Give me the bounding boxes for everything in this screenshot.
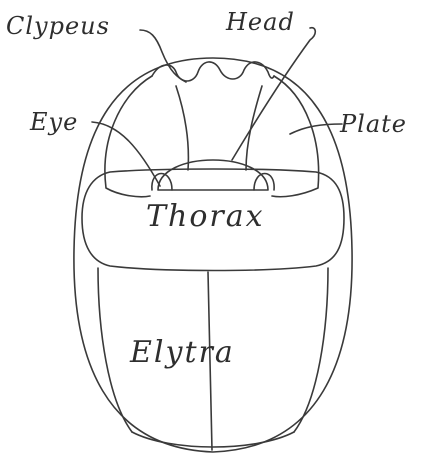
leader-clypeus xyxy=(140,30,186,82)
label-head: Head xyxy=(225,8,295,36)
head-dome xyxy=(158,160,268,190)
clypeus-inner-right xyxy=(246,86,262,170)
head-shield-outline xyxy=(105,76,319,197)
clypeus-inner-left xyxy=(176,86,188,170)
label-eye: Eye xyxy=(29,108,78,136)
eye-right xyxy=(254,174,274,191)
label-elytra: Elytra xyxy=(129,335,235,370)
label-plate: Plate xyxy=(339,110,407,138)
label-thorax: Thorax xyxy=(146,199,265,234)
leader-plate xyxy=(290,124,342,134)
clypeus-edge xyxy=(152,62,274,81)
body-outline xyxy=(74,58,352,452)
label-clypeus: Clypeus xyxy=(6,12,110,40)
leader-eye xyxy=(92,122,160,186)
leader-head xyxy=(232,28,315,160)
